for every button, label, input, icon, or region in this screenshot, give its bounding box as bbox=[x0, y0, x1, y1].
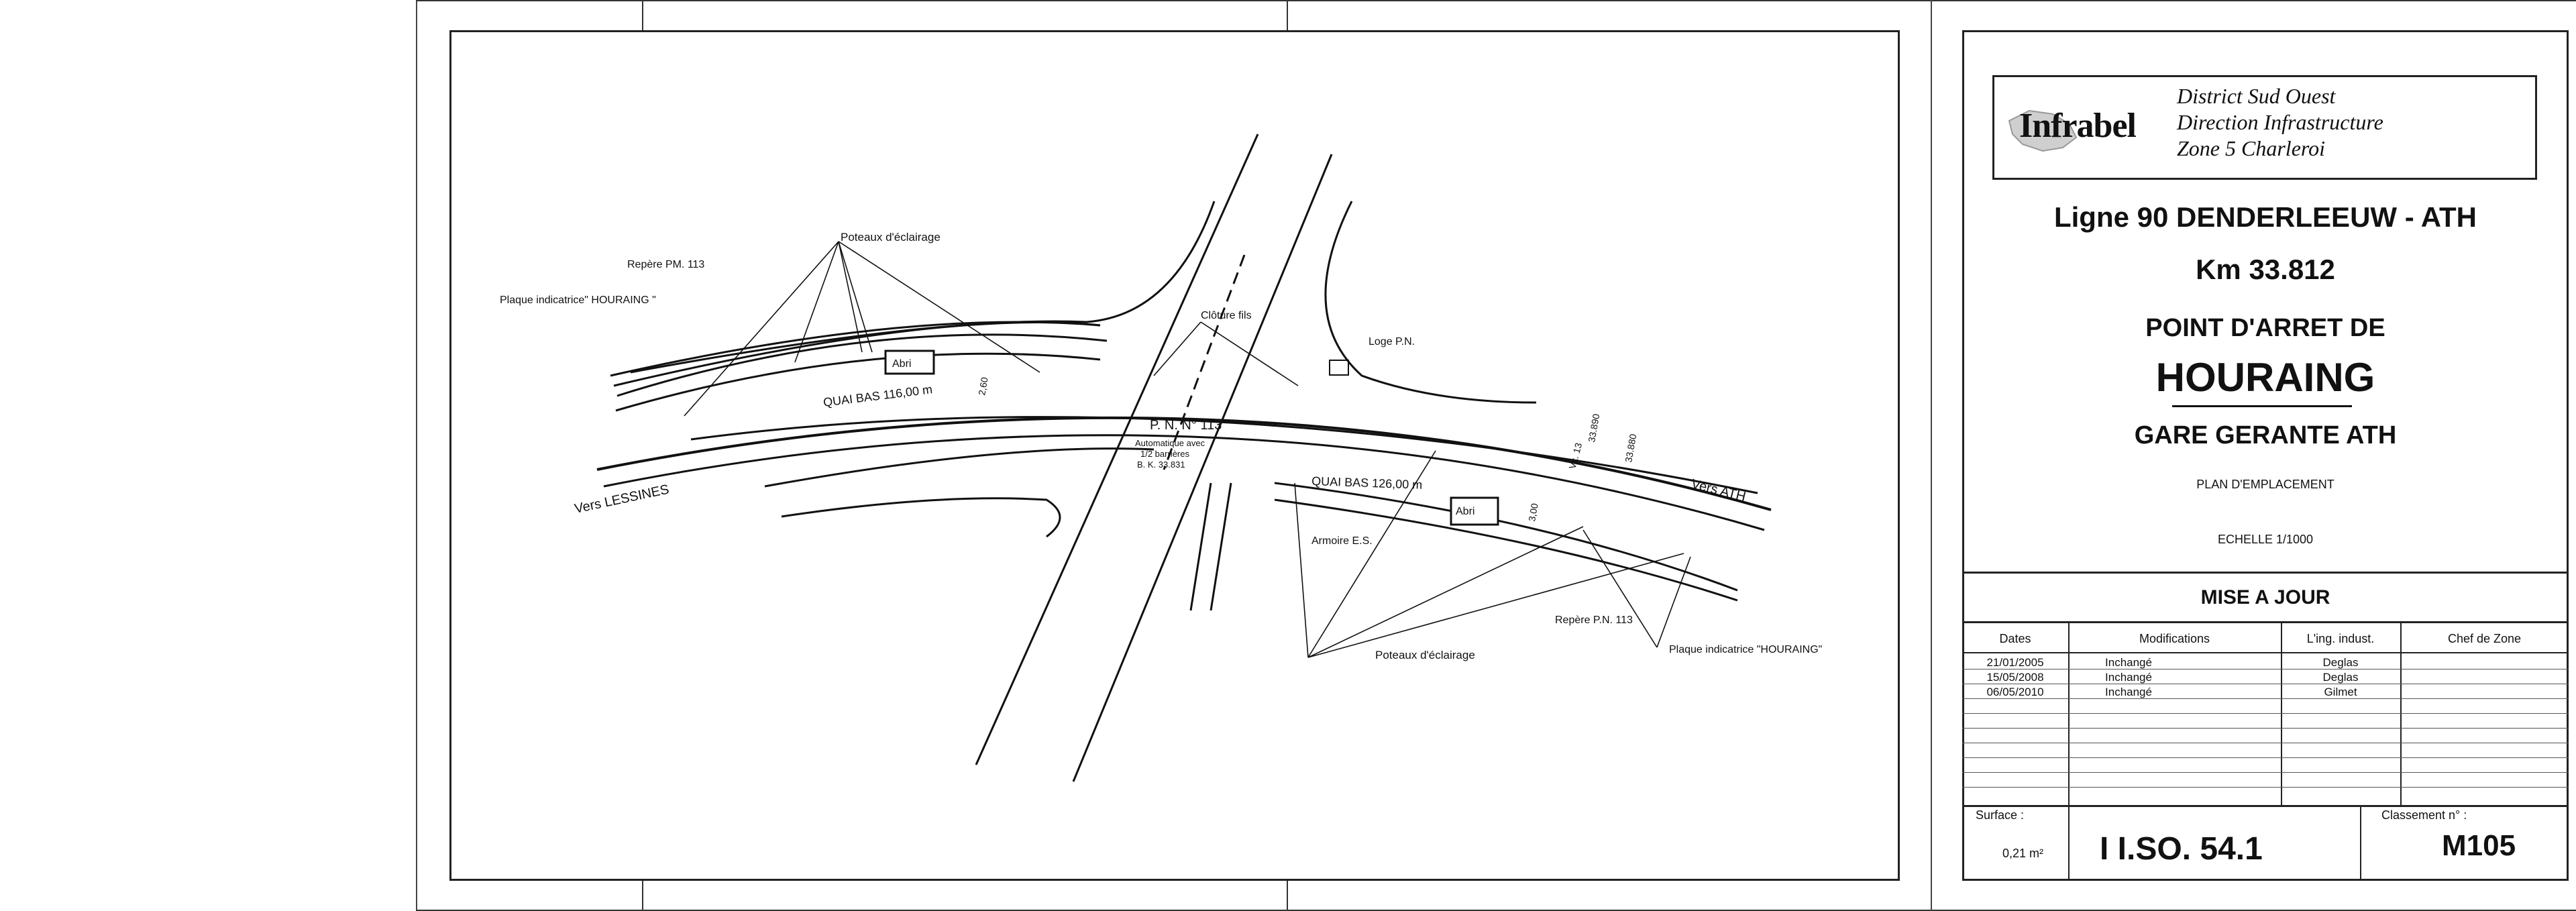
fold-mark-1 bbox=[642, 0, 643, 30]
drawing-sheet bbox=[416, 0, 2576, 911]
logo-box bbox=[1992, 75, 2537, 180]
table-row-line-8 bbox=[1962, 772, 2569, 773]
table-bottom-line bbox=[1962, 805, 2569, 807]
label-repere-pn: Repère P.N. 113 bbox=[1555, 614, 1633, 626]
label-auto-3: B. K. 33.831 bbox=[1137, 460, 1185, 470]
label-pn: P. N. N° 113 bbox=[1150, 418, 1222, 433]
col-modifications: Modifications bbox=[2139, 632, 2210, 645]
label-poteaux-bottom: Poteaux d'éclairage bbox=[1375, 649, 1475, 661]
district-text: District Sud Ouest Direction Infrastruct… bbox=[2177, 83, 2383, 162]
surface-label: Surface : bbox=[1976, 808, 2025, 822]
divider-maj-bottom bbox=[1962, 621, 2569, 623]
classement-label: Classement n° : bbox=[2381, 808, 2467, 822]
row-3-date: 06/05/2010 bbox=[1986, 686, 2044, 698]
fold-mark-4 bbox=[1287, 881, 1288, 911]
col-dates: Dates bbox=[1999, 632, 2031, 645]
district-line-2: Direction Infrastructure bbox=[2177, 110, 2383, 134]
fold-mark-2 bbox=[1287, 0, 1288, 30]
label-armoire: Armoire E.S. bbox=[1311, 535, 1373, 547]
row-1-mod: Inchangé bbox=[2105, 656, 2152, 669]
label-vers-ath: Vers ATH bbox=[1690, 477, 1748, 504]
label-auto-2: 1/2 barrières bbox=[1140, 449, 1189, 459]
label-abri-right: Abri bbox=[1456, 506, 1474, 517]
km-value: Km 33.812 bbox=[2196, 254, 2335, 285]
row-2-ing: Deglas bbox=[2322, 671, 2359, 684]
line-title: Ligne 90 DENDERLEEUW - ATH bbox=[2053, 201, 2477, 233]
scale-label: ECHELLE 1/1000 bbox=[2217, 533, 2314, 546]
table-col-line-2 bbox=[2281, 621, 2282, 806]
label-plaque-top: Plaque indicatrice" HOURAING " bbox=[500, 294, 656, 306]
row-3-mod: Inchangé bbox=[2105, 686, 2152, 698]
label-plaque-bottom: Plaque indicatrice "HOURAING" bbox=[1669, 644, 1822, 655]
gare-gerante: GARE GERANTE ATH bbox=[2134, 421, 2397, 449]
row-1-ing: Deglas bbox=[2322, 656, 2359, 669]
label-km-1: 33.890 bbox=[1586, 413, 1601, 443]
label-abri-left: Abri bbox=[892, 358, 911, 370]
mise-a-jour-title: MISE A JOUR bbox=[2200, 586, 2330, 608]
title-block-sheet bbox=[1931, 0, 2576, 911]
table-row-line-7 bbox=[1962, 757, 2569, 758]
fold-line-top bbox=[416, 0, 2576, 1]
label-cloture: Clôture fils bbox=[1201, 310, 1252, 321]
table-col-line-3 bbox=[2400, 621, 2402, 806]
title-block-frame bbox=[1962, 30, 2569, 881]
infrabel-logo: Infrabel bbox=[2019, 107, 2137, 145]
reference-code: I I.SO. 54.1 bbox=[2100, 831, 2263, 867]
station-name: HOURAING bbox=[2155, 355, 2375, 400]
table-row-line-9 bbox=[1962, 787, 2569, 788]
col-chef-zone: Chef de Zone bbox=[2447, 632, 2522, 645]
label-dim-300: 3,00 bbox=[1526, 502, 1540, 523]
row-2-mod: Inchangé bbox=[2105, 671, 2152, 684]
label-vx: Vx. 13 bbox=[1566, 441, 1584, 470]
site-plan-drawing: Poteaux d'éclairage Repère PM. 113 Plaqu… bbox=[500, 133, 1822, 782]
district-line-1: District Sud Ouest bbox=[2177, 84, 2336, 108]
table-row-line-4 bbox=[1962, 713, 2569, 714]
label-quai-bas-right: QUAI BAS 126,00 m bbox=[1311, 474, 1423, 492]
belgium-map-icon bbox=[2008, 109, 2078, 152]
classement-value: M105 bbox=[2442, 829, 2516, 862]
plan-label: PLAN D'EMPLACEMENT bbox=[2196, 478, 2334, 491]
label-loge: Loge P.N. bbox=[1368, 336, 1415, 347]
label-vers-lessines: Vers LESSINES bbox=[573, 482, 670, 517]
label-dim-260: 2,60 bbox=[976, 376, 990, 396]
surface-value: 0,21 m² bbox=[2002, 847, 2044, 860]
col-ing-indust: L'ing. indust. bbox=[2306, 632, 2375, 645]
station-underline bbox=[2172, 405, 2352, 407]
table-row-line-5 bbox=[1962, 728, 2569, 729]
fold-mark-3 bbox=[642, 881, 643, 911]
label-auto-1: Automatique avec bbox=[1135, 438, 1205, 448]
label-quai-bas-left: QUAI BAS 116,00 m bbox=[822, 382, 933, 409]
label-repere-pm: Repère PM. 113 bbox=[627, 259, 704, 270]
point-title: POINT D'ARRET DE bbox=[2145, 314, 2385, 342]
table-col-line-1 bbox=[2068, 621, 2070, 806]
table-row-line-3 bbox=[1962, 698, 2569, 699]
district-line-3: Zone 5 Charleroi bbox=[2177, 136, 2326, 160]
drawing-frame bbox=[449, 30, 1900, 881]
row-3-ing: Gilmet bbox=[2324, 686, 2357, 698]
row-1-date: 21/01/2005 bbox=[1986, 656, 2044, 669]
bottom-divider-1 bbox=[2068, 805, 2070, 881]
fold-line-bottom bbox=[416, 910, 2576, 911]
label-poteaux-top: Poteaux d'éclairage bbox=[841, 231, 941, 244]
row-2-date: 15/05/2008 bbox=[1986, 671, 2044, 684]
label-km-2: 33.880 bbox=[1623, 433, 1638, 463]
divider-maj-top bbox=[1962, 572, 2569, 574]
bottom-divider-2 bbox=[2360, 805, 2361, 881]
table-header-line bbox=[1962, 652, 2569, 653]
